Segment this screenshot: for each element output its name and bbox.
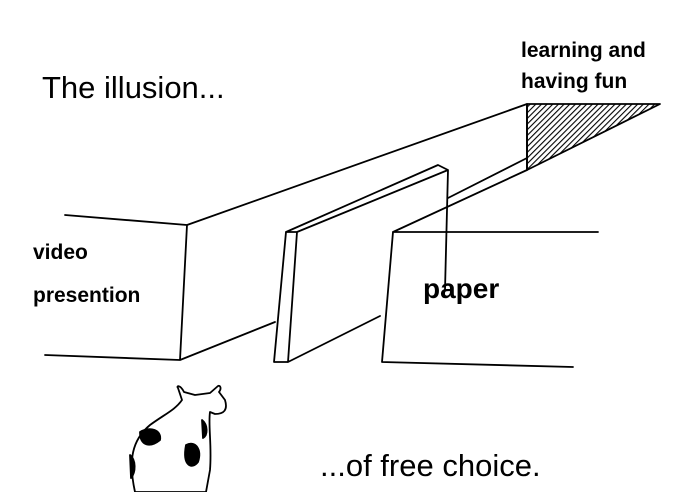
goal-opening-hatch <box>526 103 661 171</box>
title-bottom: ...of free choice. <box>320 448 541 483</box>
middle-slab <box>273 164 449 363</box>
right-wall <box>381 157 599 368</box>
cow-illustration <box>129 384 227 492</box>
right-path-label: paper <box>423 273 500 304</box>
goal-label-line1: learning and <box>521 39 646 62</box>
title-top: The illusion... <box>42 70 225 105</box>
left-path-label-line2: presention <box>33 284 141 307</box>
left-path-label-line1: video <box>33 241 88 264</box>
goal-label-line2: having fun <box>521 70 628 93</box>
left-wall <box>44 103 528 361</box>
